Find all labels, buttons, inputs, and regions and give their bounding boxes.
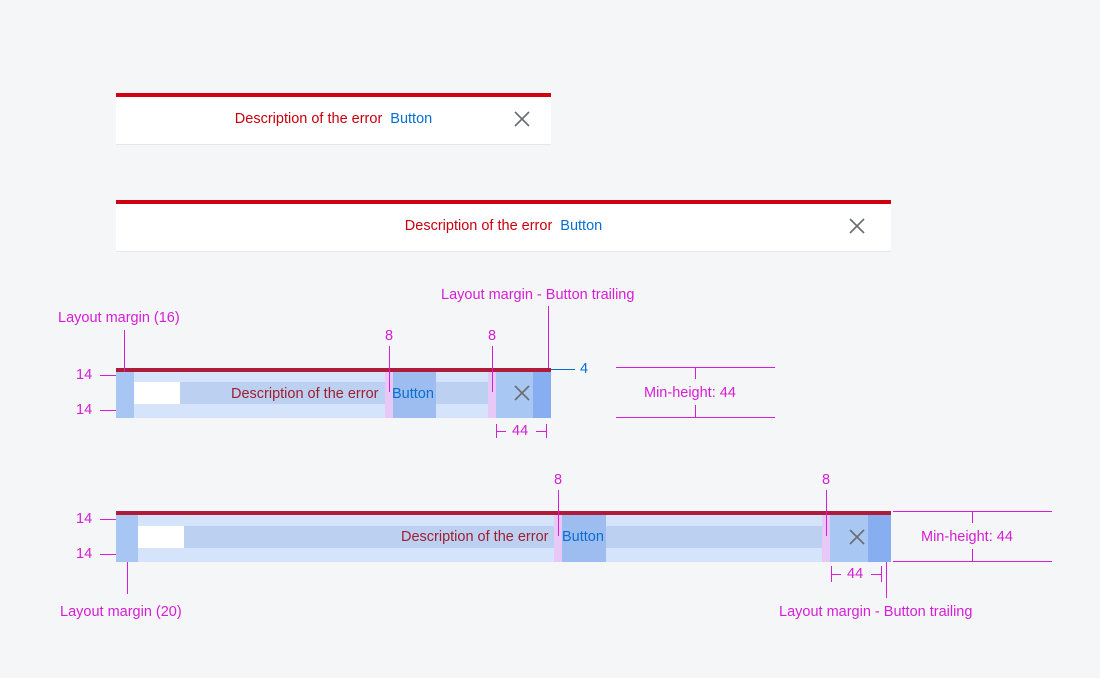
label-button-trailing: Layout margin - Button trailing xyxy=(441,287,635,303)
leader-line xyxy=(100,554,116,555)
message-strip-narrow: Description of the error Button xyxy=(116,93,551,144)
leader-line xyxy=(127,562,128,594)
label-layout-margin-16: Layout margin (16) xyxy=(58,310,180,326)
leader-line xyxy=(100,375,116,376)
spec-gap xyxy=(554,515,562,562)
spec-white-block xyxy=(134,382,180,404)
spec-margin-left xyxy=(116,368,134,418)
strip-button[interactable]: Button xyxy=(390,111,433,127)
close-icon xyxy=(514,111,530,127)
spec-gap xyxy=(822,515,830,562)
label-14-bottom: 14 xyxy=(76,546,93,562)
leader-line xyxy=(893,561,1052,562)
leader-line xyxy=(695,405,696,417)
spec-gap xyxy=(488,372,496,418)
leader-line xyxy=(886,562,887,598)
leader-line xyxy=(695,367,696,379)
close-button[interactable] xyxy=(500,97,544,141)
leader-line xyxy=(831,574,841,575)
leader-line xyxy=(616,417,775,418)
spec-strip-content: Description of the error Button xyxy=(116,515,891,559)
leader-line xyxy=(881,566,882,582)
spec-error-text: Description of the error xyxy=(231,386,379,402)
spec-spacer xyxy=(436,382,488,404)
spec-margin-right xyxy=(868,515,891,562)
close-icon xyxy=(849,218,865,234)
spec-white-block xyxy=(138,526,184,548)
leader-line xyxy=(536,431,546,432)
leader-line xyxy=(551,369,575,370)
strip-button[interactable]: Button xyxy=(560,218,603,234)
label-close-44: 44 xyxy=(847,566,864,582)
label-14-top: 14 xyxy=(76,367,93,383)
spec-spacer xyxy=(606,526,822,548)
message-strip-wide: Description of the error Button xyxy=(116,200,891,251)
spec-close-area xyxy=(830,515,874,562)
close-icon xyxy=(849,529,865,545)
label-button-trailing: Layout margin - Button trailing xyxy=(779,604,973,620)
leader-line xyxy=(100,519,116,520)
spec-gap xyxy=(385,372,393,418)
spec-close-area xyxy=(496,372,540,418)
leader-line xyxy=(826,490,827,536)
spec-text-area xyxy=(184,526,554,548)
error-bar xyxy=(116,93,551,97)
spec-button-text: Button xyxy=(562,529,604,545)
strip-content: Description of the error Button xyxy=(116,204,891,248)
error-description: Description of the error xyxy=(234,111,383,127)
close-button[interactable] xyxy=(835,204,879,248)
leader-line xyxy=(972,511,973,523)
label-min-height: Min-height: 44 xyxy=(644,385,736,401)
leader-line xyxy=(548,306,549,368)
label-close-44: 44 xyxy=(512,423,529,439)
label-gap-8-a: 8 xyxy=(554,472,563,488)
label-min-height: Min-height: 44 xyxy=(921,529,1013,545)
spec-button-area xyxy=(393,372,436,418)
leader-line xyxy=(546,424,547,438)
error-bar xyxy=(116,200,891,204)
spec-button-area xyxy=(562,515,606,562)
leader-line xyxy=(871,574,881,575)
leader-line xyxy=(558,490,559,536)
spec-error-text: Description of the error xyxy=(401,529,549,545)
label-bar-4: 4 xyxy=(580,361,589,377)
spec-margin-left xyxy=(116,511,138,562)
close-icon xyxy=(514,385,530,401)
spec-button-text: Button xyxy=(392,386,434,402)
leader-line xyxy=(492,346,493,392)
spec-error-bar xyxy=(116,368,551,372)
label-gap-8-b: 8 xyxy=(822,472,831,488)
leader-line xyxy=(100,410,116,411)
spec-text-area xyxy=(180,382,385,404)
spec-strip-content: Description of the error Button xyxy=(116,372,551,416)
leader-line xyxy=(389,346,390,392)
label-gap-8-b: 8 xyxy=(488,328,497,344)
spec-error-bar xyxy=(116,511,891,515)
label-layout-margin-20: Layout margin (20) xyxy=(60,604,182,620)
strip-content: Description of the error Button xyxy=(196,97,471,141)
leader-line xyxy=(124,330,125,372)
spec-margin-right xyxy=(533,372,551,418)
label-gap-8-a: 8 xyxy=(385,328,394,344)
error-description: Description of the error xyxy=(404,218,553,234)
label-14-top: 14 xyxy=(76,511,93,527)
leader-line xyxy=(972,549,973,561)
leader-line xyxy=(496,431,506,432)
label-14-bottom: 14 xyxy=(76,402,93,418)
